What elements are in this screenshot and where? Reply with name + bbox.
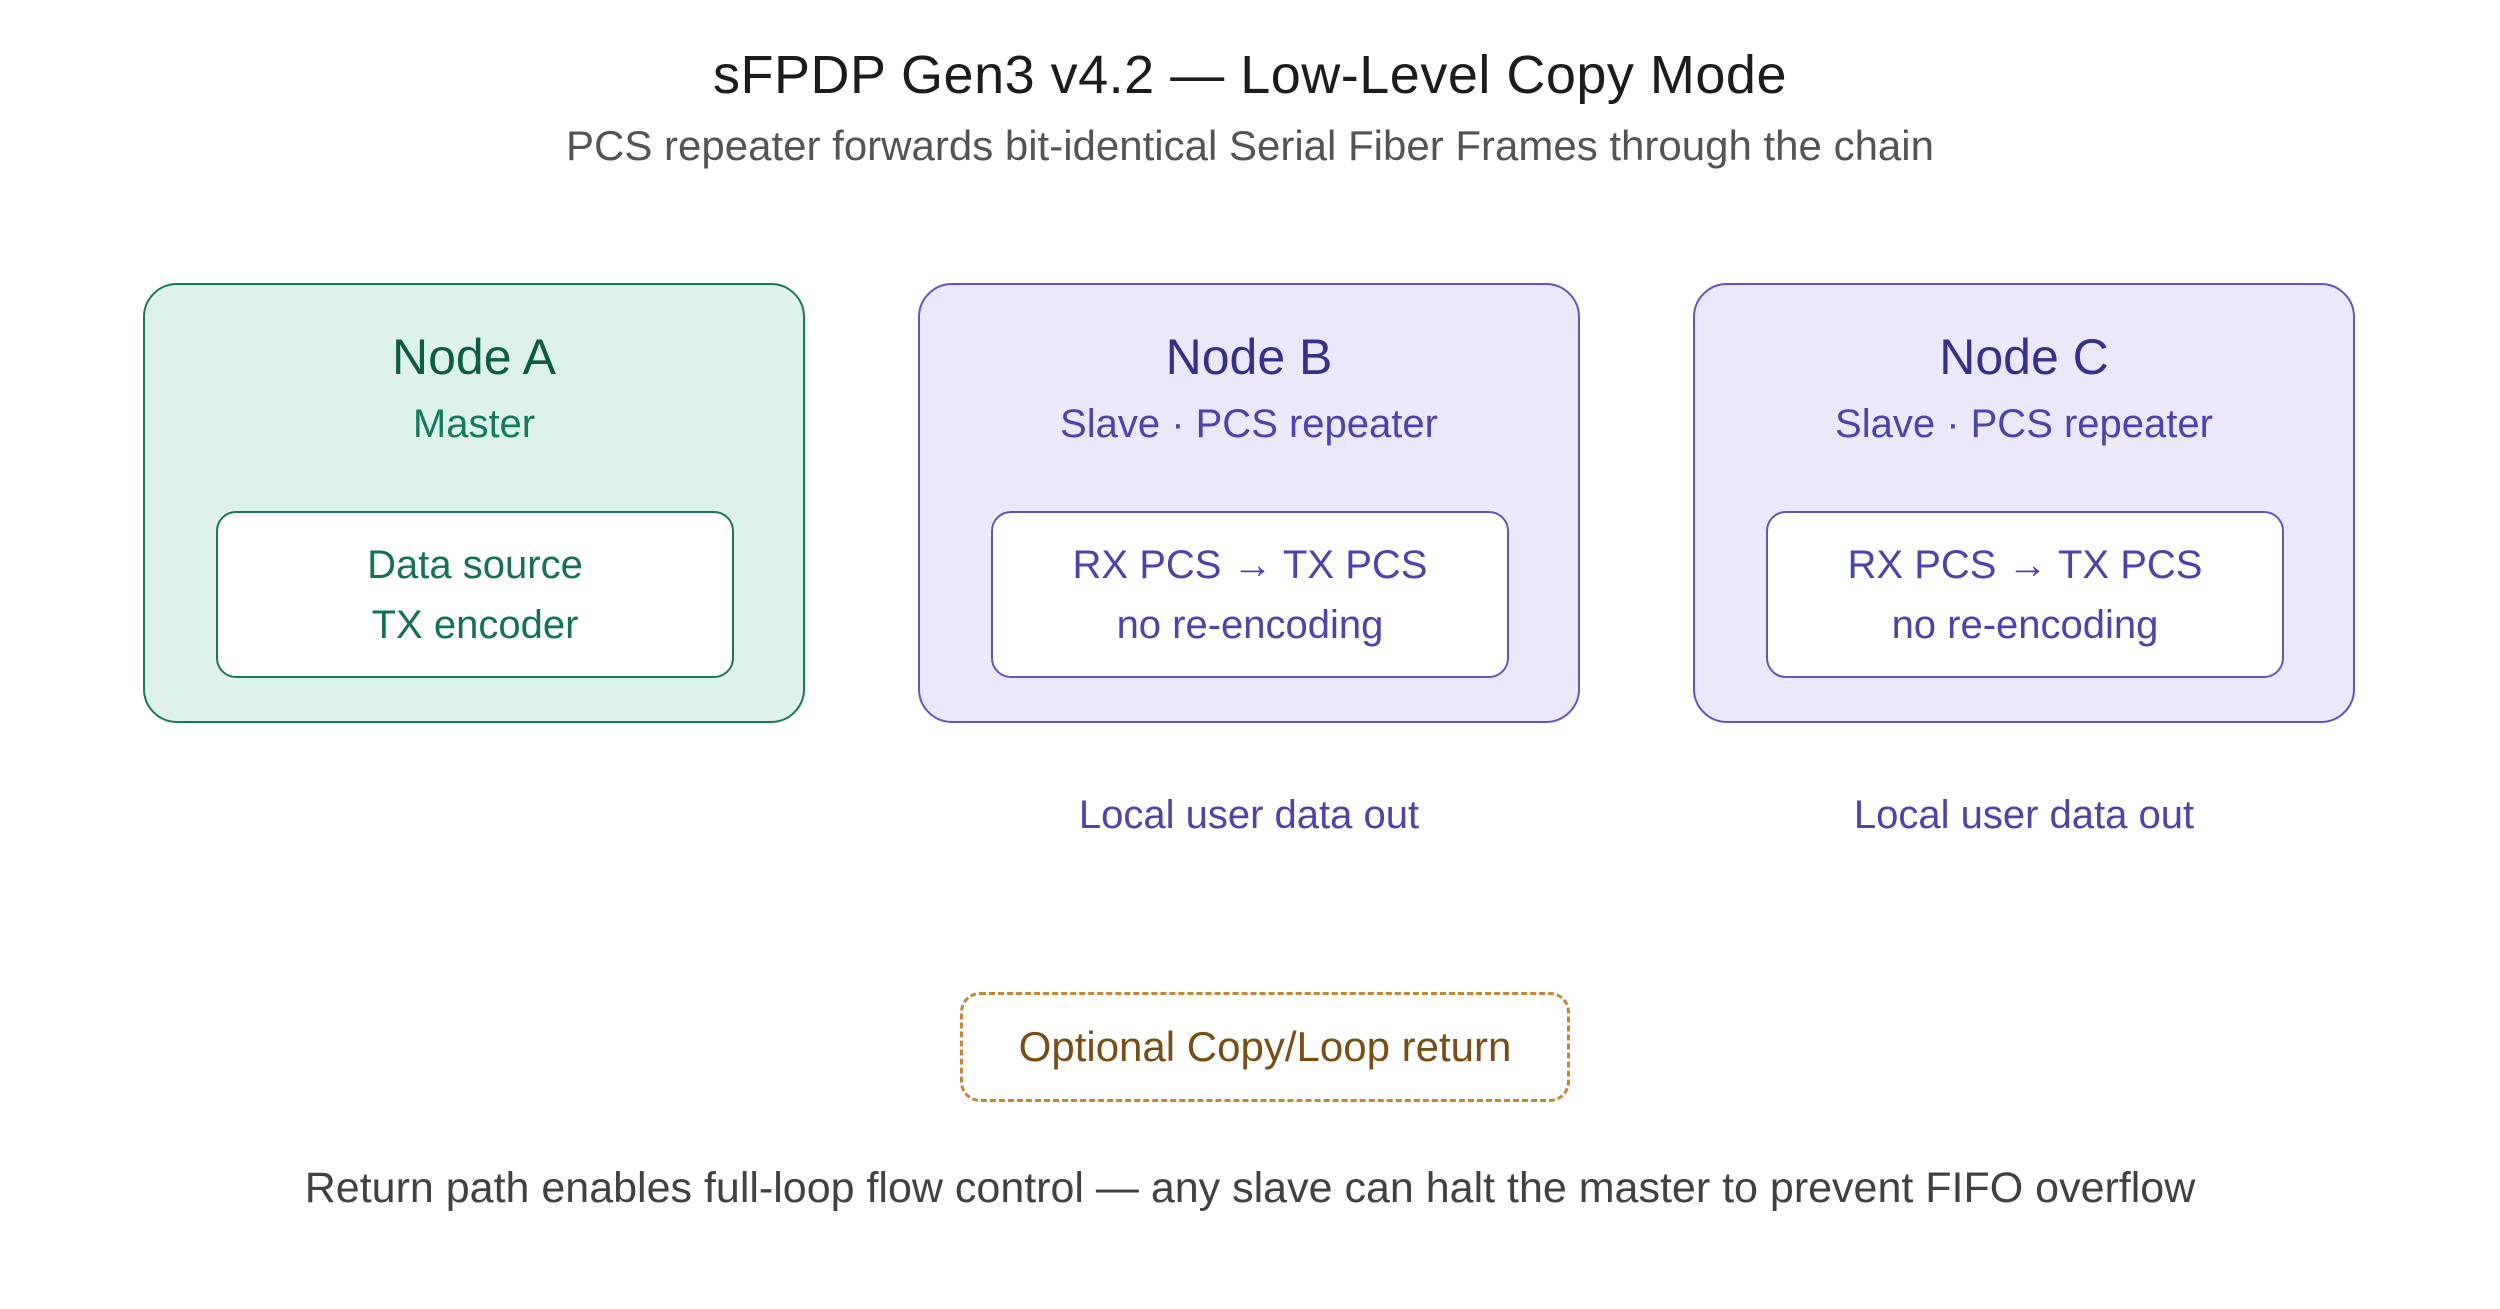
node-a-box: Node A Master Data source TX encoder <box>143 283 805 723</box>
node-c-inner-box: RX PCS → TX PCS no re-encoding <box>1766 511 2284 678</box>
node-c-box: Node C Slave · PCS repeater RX PCS → TX … <box>1693 283 2355 723</box>
node-b-box: Node B Slave · PCS repeater RX PCS → TX … <box>918 283 1580 723</box>
optional-return-label: Optional Copy/Loop return <box>1018 1023 1512 1070</box>
node-b-role: Slave · PCS repeater <box>1060 402 1438 446</box>
local-user-data-out-label-b: Local user data out <box>1078 793 1420 837</box>
page-subtitle: PCS repeater forwards bit-identical Seri… <box>566 122 1934 169</box>
node-a-inner-line-2: TX encoder <box>371 602 579 647</box>
node-a-title: Node A <box>391 329 556 385</box>
node-a-role: Master <box>412 402 536 446</box>
local-user-data-out-label-c: Local user data out <box>1853 793 2195 837</box>
page-title: sFPDP Gen3 v4.2 — Low-Level Copy Mode <box>712 45 1787 105</box>
node-b-title: Node B <box>1165 329 1333 385</box>
node-c-inner-line-1: RX PCS → TX PCS <box>1847 542 2203 587</box>
optional-return-box: Optional Copy/Loop return <box>960 992 1570 1102</box>
node-c-inner-line-2: no re-encoding <box>1891 602 2159 647</box>
node-b-inner-line-2: no re-encoding <box>1116 602 1384 647</box>
node-b-inner-box: RX PCS → TX PCS no re-encoding <box>991 511 1509 678</box>
node-a-inner-line-1: Data source <box>367 542 583 587</box>
node-c-role: Slave · PCS repeater <box>1835 402 2213 446</box>
flow-control-caption: Return path enables full-loop flow contr… <box>304 1164 2196 1212</box>
node-c-title: Node C <box>1939 329 2109 385</box>
node-b-inner-line-1: RX PCS → TX PCS <box>1072 542 1428 587</box>
node-a-inner-box: Data source TX encoder <box>216 511 734 678</box>
